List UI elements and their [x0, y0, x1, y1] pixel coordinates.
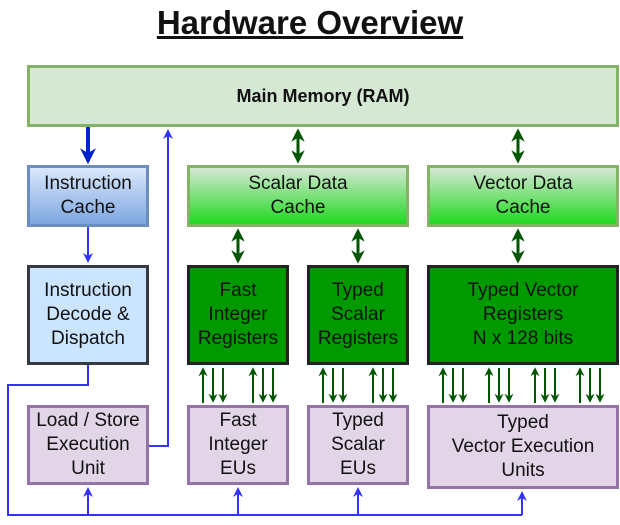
typed-vector-eus-label-3: Units — [501, 460, 545, 481]
typed-scalar-eus-label-1: Typed — [332, 410, 384, 431]
fast-integer-eus-label-2: Integer — [208, 434, 268, 455]
diagram-title: Hardware Overview — [156, 4, 464, 41]
typed-scalar-registers-label-2: Scalar — [331, 304, 385, 325]
instruction-decode-label-3: Dispatch — [51, 328, 125, 349]
scalar-data-cache-label-1: Scalar Data — [248, 173, 348, 194]
arrow-lsu-to-memory — [149, 129, 173, 447]
fast-integer-eus-label-1: Fast — [219, 410, 257, 431]
fast-integer-registers-label-1: Fast — [219, 280, 257, 301]
load-store-unit-label-3: Unit — [71, 458, 105, 479]
fast-integer-registers-label-3: Registers — [197, 328, 279, 349]
main-memory-label: Main Memory (RAM) — [236, 86, 410, 106]
typed-scalar-registers-block: Typed Scalar Registers — [307, 265, 409, 365]
typed-scalar-eus-label-2: Scalar — [331, 434, 385, 455]
dispatch-bus-out — [7, 365, 522, 516]
vector-data-cache-block: Vector Data Cache — [427, 165, 619, 227]
typed-vector-eus-label-2: Vector Execution — [451, 436, 595, 457]
typed-scalar-eus-label-3: EUs — [340, 458, 376, 479]
typed-vector-eus-label-1: Typed — [497, 412, 549, 433]
fast-integer-registers-block: Fast Integer Registers — [187, 265, 289, 365]
main-memory-block: Main Memory (RAM) — [27, 65, 619, 127]
typed-vector-registers-label-2: Registers — [482, 304, 564, 325]
fast-integer-registers-label-2: Integer — [208, 304, 268, 325]
typed-vector-registers-block: Typed Vector Registers N x 128 bits — [427, 265, 619, 365]
vector-data-cache-label-2: Cache — [495, 197, 551, 218]
load-store-unit-label-1: Load / Store — [36, 410, 140, 431]
vector-data-cache-label-1: Vector Data — [473, 173, 573, 194]
scalar-data-cache-label-2: Cache — [270, 197, 326, 218]
typed-vector-eus-block: Typed Vector Execution Units — [427, 405, 619, 489]
reg-eu-arrows — [198, 367, 605, 403]
instruction-cache-label-2: Cache — [60, 197, 116, 218]
load-store-unit-block: Load / Store Execution Unit — [27, 405, 149, 485]
typed-scalar-eus-block: Typed Scalar EUs — [307, 405, 409, 485]
typed-scalar-registers-label-3: Registers — [317, 328, 399, 349]
fast-integer-eus-block: Fast Integer EUs — [187, 405, 289, 485]
fast-integer-eus-label-3: EUs — [220, 458, 256, 479]
scalar-data-cache-block: Scalar Data Cache — [187, 165, 409, 227]
instruction-decode-label-1: Instruction — [44, 280, 132, 301]
typed-vector-registers-label-1: Typed Vector — [467, 280, 579, 301]
instruction-cache-block: Instruction Cache — [27, 165, 149, 227]
instruction-decode-block: Instruction Decode & Dispatch — [27, 265, 149, 365]
load-store-unit-label-2: Execution — [46, 434, 130, 455]
typed-scalar-registers-label-1: Typed — [332, 280, 384, 301]
instruction-decode-label-2: Decode & — [46, 304, 130, 325]
typed-vector-registers-label-3: N x 128 bits — [472, 328, 574, 349]
instruction-cache-label-1: Instruction — [44, 173, 132, 194]
